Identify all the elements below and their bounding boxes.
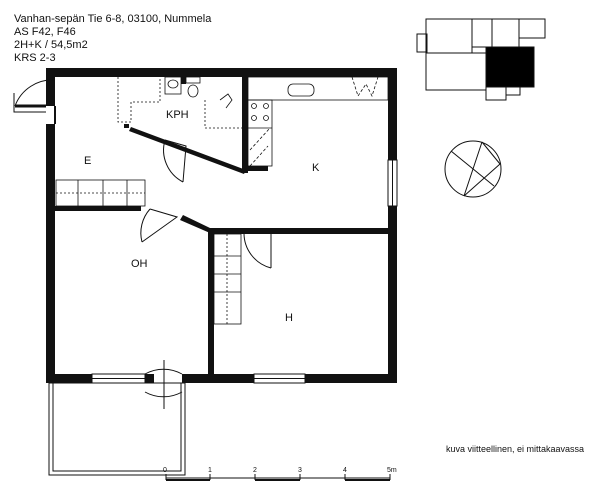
compass-icon — [444, 140, 502, 198]
room-label-oh: OH — [131, 258, 148, 270]
scale-bar — [165, 474, 391, 481]
scale-tick-1: 1 — [208, 467, 212, 474]
scale-tick-0: 0 — [163, 467, 167, 474]
scale-tick-4: 4 — [343, 467, 347, 474]
walls — [46, 68, 397, 383]
key-plan — [416, 18, 546, 101]
balcony — [48, 382, 186, 476]
address-text: Vanhan-sepän Tie 6-8, 03100, Nummela — [14, 13, 212, 25]
room-label-e: E — [84, 155, 91, 167]
floors-text: KRS 2-3 — [14, 52, 56, 64]
apartments-text: AS F42, F46 — [14, 26, 76, 38]
room-label-kph: KPH — [166, 109, 189, 121]
room-label-k: K — [312, 162, 320, 174]
scale-tick-5: 5m — [387, 467, 397, 474]
scale-tick-2: 2 — [253, 467, 257, 474]
scale-tick-3: 3 — [298, 467, 302, 474]
doors — [13, 79, 272, 409]
fixtures — [55, 76, 389, 325]
type-area-text: 2H+K / 54,5m2 — [14, 39, 88, 51]
room-label-h: H — [285, 312, 293, 324]
windows — [91, 159, 398, 384]
disclaimer-note: kuva viitteellinen, ei mittakaavassa — [446, 444, 585, 454]
highlighted-unit — [485, 46, 535, 88]
